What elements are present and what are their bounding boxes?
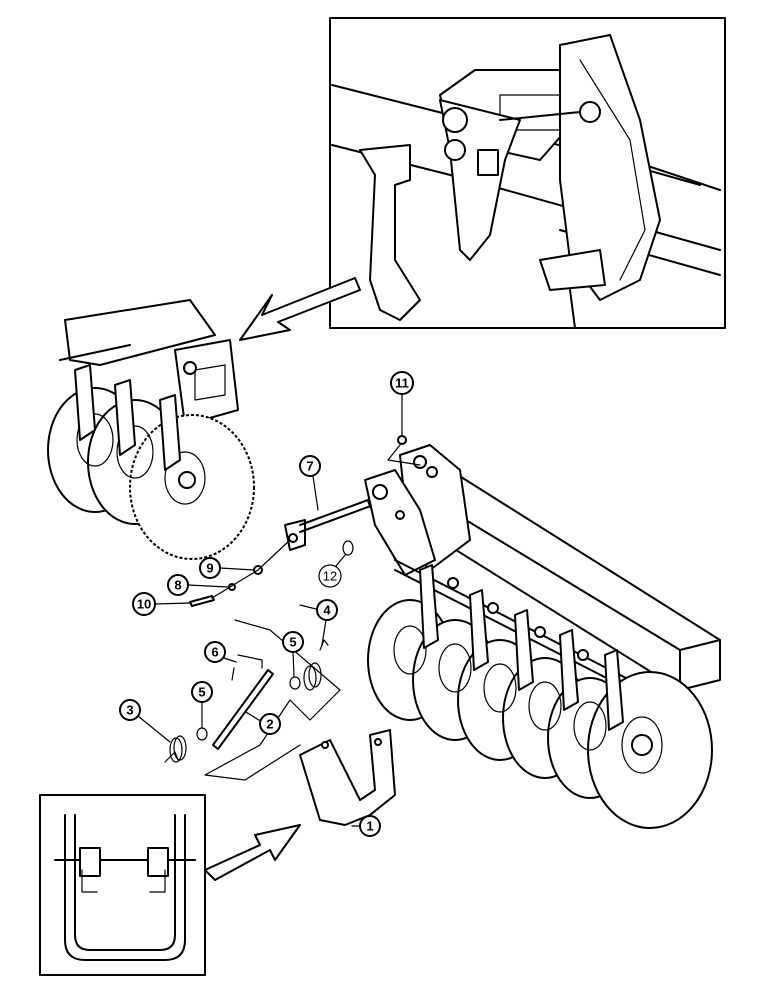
part-6-cotter [231, 654, 263, 681]
inset-frame-bottom [39, 794, 206, 976]
part-5-washer-b [196, 727, 208, 741]
svg-text:5: 5 [289, 635, 296, 650]
callout-10: 10 [132, 592, 191, 616]
svg-text:1: 1 [366, 819, 373, 834]
svg-text:11: 11 [395, 376, 409, 391]
svg-text:6: 6 [211, 645, 218, 660]
small-box [174, 339, 239, 426]
arrow-to-machine [239, 277, 361, 341]
callout-8: 8 [167, 574, 229, 596]
detail-inset-top [329, 17, 726, 329]
part-12-ring [342, 540, 354, 556]
svg-text:5: 5 [198, 685, 205, 700]
main-harrow [364, 444, 721, 829]
callout-7: 7 [299, 455, 321, 511]
svg-text:3: 3 [126, 703, 133, 718]
svg-text:2: 2 [266, 717, 273, 732]
callout-12: 12 [318, 553, 347, 588]
callout-5a: 5 [282, 631, 304, 677]
part-10-bolt [189, 595, 215, 607]
arrow-to-inset [204, 824, 301, 881]
callout-4: 4 [316, 599, 338, 646]
svg-text:4: 4 [323, 603, 331, 618]
part-1-bracket [299, 729, 396, 826]
part-3-spring [164, 735, 187, 763]
svg-text:12: 12 [323, 569, 337, 584]
inset-shank-left [359, 144, 421, 321]
svg-text:9: 9 [206, 561, 213, 576]
callout-9: 9 [199, 557, 255, 579]
part-2-pin [212, 669, 274, 750]
part-7-rod [284, 499, 371, 551]
small-frame [64, 299, 216, 366]
svg-text:10: 10 [137, 597, 151, 612]
callout-2: 2 [245, 711, 281, 735]
part-4-spring [303, 639, 329, 691]
svg-text:7: 7 [306, 459, 313, 474]
svg-text:8: 8 [174, 578, 181, 593]
inset-frame-top [329, 17, 726, 329]
small-harrow-view [47, 299, 255, 560]
callout-1: 1 [351, 815, 381, 837]
detail-inset-bottom [39, 794, 206, 976]
inset-bracket [559, 34, 661, 301]
callout-6: 6 [204, 641, 237, 663]
callout-3: 3 [119, 699, 171, 743]
part-11-nut [397, 435, 407, 445]
callout-5b: 5 [191, 681, 213, 728]
part-5-washer-a [289, 676, 301, 690]
callout-11: 11 [390, 371, 414, 437]
